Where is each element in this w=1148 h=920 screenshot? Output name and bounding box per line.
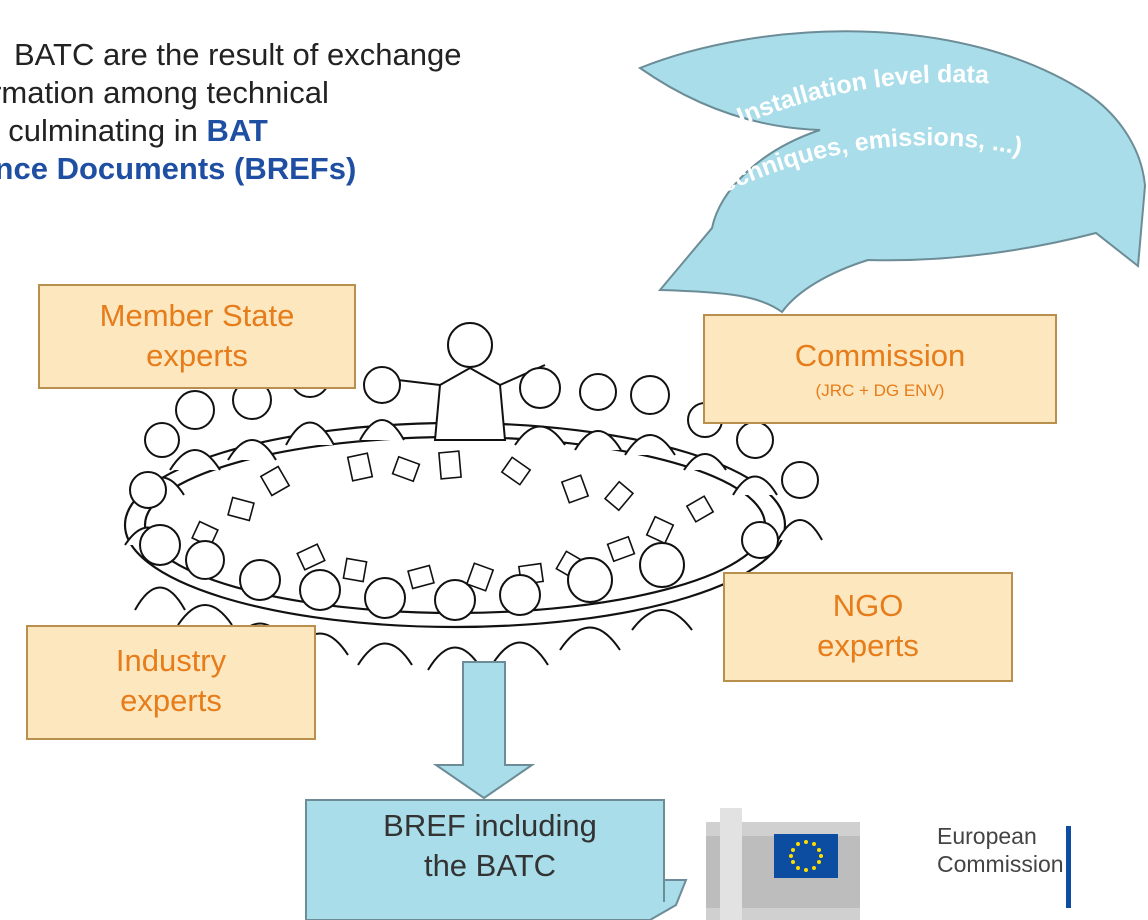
logo-text: European Commission bbox=[937, 822, 1064, 878]
down-arrow bbox=[432, 661, 536, 800]
intro-line-3-bold: BAT bbox=[206, 113, 268, 148]
member-state-label-2: experts bbox=[146, 338, 248, 373]
round-table-illustration bbox=[123, 322, 823, 671]
intro-line-2: nformation among technical bbox=[0, 75, 329, 110]
ngo-label-2: experts bbox=[817, 628, 919, 663]
intro-line-4-bold: erence Documents (BREFs) bbox=[0, 151, 357, 186]
intro-line-3: erts culminating in BAT bbox=[0, 112, 608, 150]
industry-label-2: experts bbox=[120, 683, 222, 718]
bref-label: BREF including the BATC bbox=[310, 806, 670, 886]
industry-label-1: Industry bbox=[115, 643, 227, 678]
intro-line-1: BATC are the result of exchange bbox=[14, 37, 462, 72]
eu-stars-icon bbox=[789, 840, 823, 872]
european-commission-logo bbox=[706, 808, 1071, 920]
industry-experts-box: Industry experts bbox=[26, 625, 316, 740]
member-state-label-1: Member State bbox=[99, 298, 295, 333]
ngo-label-1: NGO bbox=[832, 588, 904, 623]
bref-label-line-2: the BATC bbox=[423, 848, 557, 883]
bref-callout bbox=[305, 799, 688, 920]
intro-line-3-text: erts culminating in bbox=[0, 113, 198, 148]
commission-sub-label: (JRC + DG ENV) bbox=[815, 381, 945, 400]
member-state-experts-box: Member State experts bbox=[38, 284, 356, 389]
logo-text-line-1: European bbox=[937, 823, 1037, 849]
logo-text-line-2: Commission bbox=[937, 851, 1064, 877]
curved-arrow bbox=[637, 30, 1147, 314]
bref-label-line-1: BREF including bbox=[383, 808, 597, 843]
curved-arrow-shape bbox=[637, 30, 1147, 314]
commission-box: Commission (JRC + DG ENV) bbox=[703, 314, 1057, 424]
commission-label: Commission bbox=[794, 338, 966, 373]
ngo-experts-box: NGO experts bbox=[723, 572, 1013, 682]
intro-text: BATC are the result of exchange nformati… bbox=[0, 36, 608, 188]
